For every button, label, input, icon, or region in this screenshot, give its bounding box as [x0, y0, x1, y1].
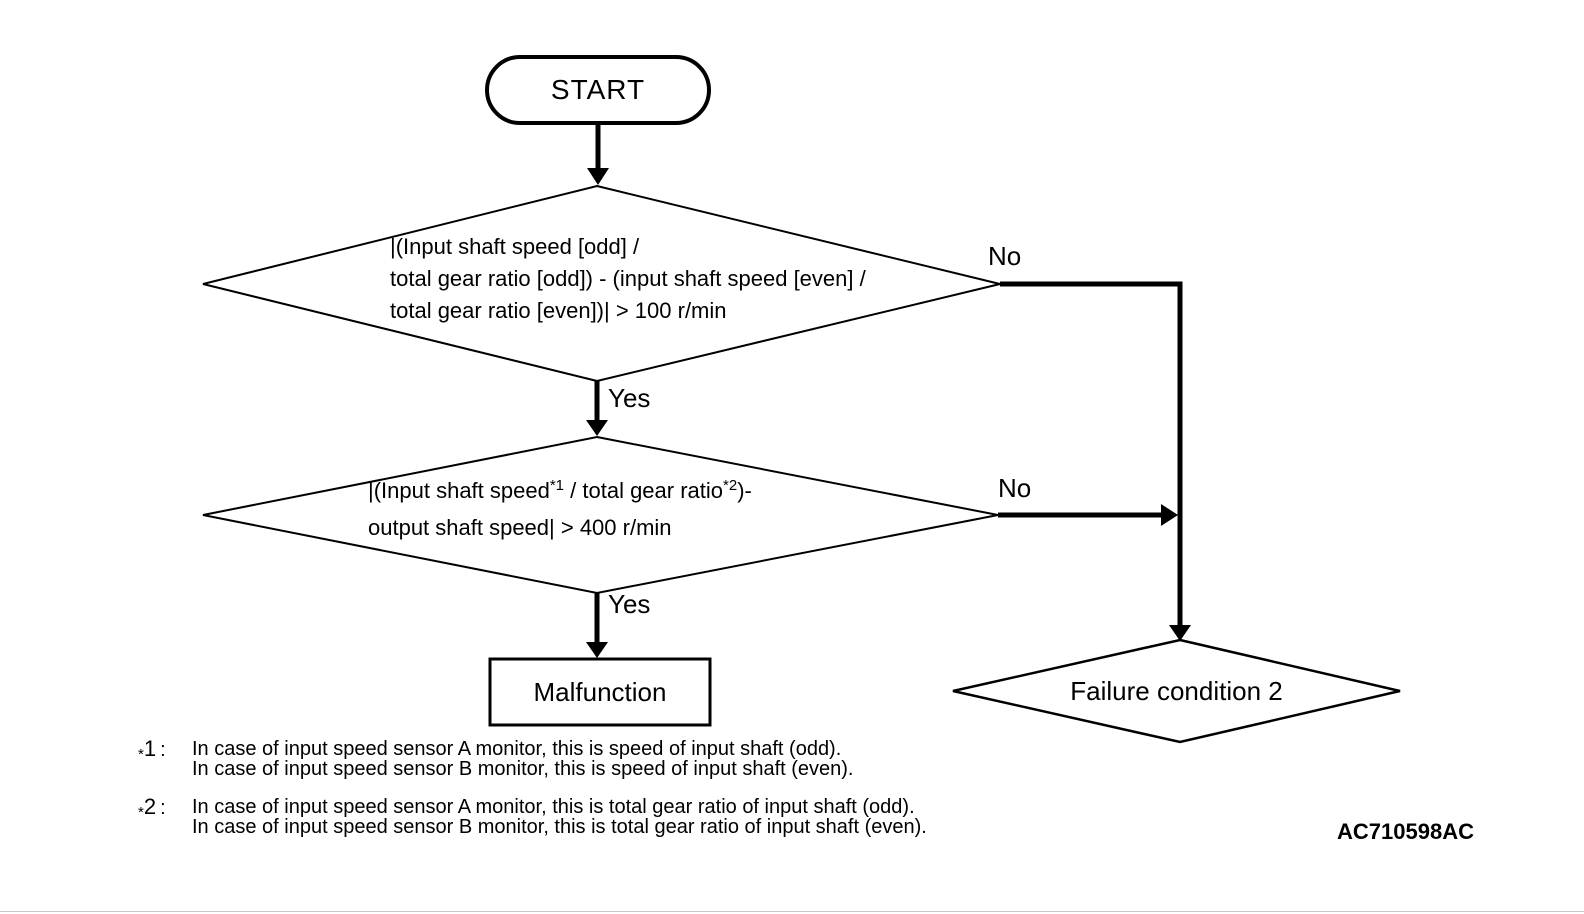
decision2-yes-arrowhead-icon — [586, 642, 608, 658]
footnote-1-number: 1 — [143, 736, 157, 761]
decision1-line-2: total gear ratio [odd]) - (input shaft s… — [390, 266, 866, 291]
decision1-line-1: |(Input shaft speed [odd] / — [390, 234, 640, 259]
malfunction-node: Malfunction — [490, 659, 710, 725]
decision1-yes-arrowhead-icon — [586, 420, 608, 436]
footnote-1-line-1: In case of input speed sensor A monitor,… — [192, 738, 842, 760]
asterisk-icon: * — [138, 746, 144, 763]
decision1-no-arrowhead-icon — [1169, 625, 1191, 641]
footnote-1: *1: In case of input speed sensor A moni… — [138, 736, 853, 780]
footnote-2-marker: *2: — [138, 794, 192, 837]
decision2-line1-b: / total gear ratio — [564, 478, 724, 503]
failure-condition-outline — [952, 638, 1401, 744]
footnote-2: *2: In case of input speed sensor A moni… — [138, 794, 927, 838]
failure-condition-node: Failure condition 2 — [953, 669, 1400, 713]
malfunction-label: Malfunction — [533, 676, 667, 707]
decision2-text: |(Input shaft speed*1 / total gear ratio… — [368, 474, 752, 545]
figure-code: AC710598AC — [1337, 819, 1474, 844]
footnote-2-line-1: In case of input speed sensor A monitor,… — [192, 796, 915, 818]
decision2-line-1: |(Input shaft speed*1 / total gear ratio… — [368, 474, 752, 511]
malfunction-node-outline — [488, 657, 712, 727]
decision2-no-arrowhead-icon — [1161, 504, 1178, 526]
footnote-2-colon: : — [160, 797, 166, 819]
start-node: START — [487, 57, 709, 123]
footnote-1-colon: : — [160, 739, 166, 761]
decision1-no-connector-line — [1000, 281, 1183, 626]
decision1-line-3: total gear ratio [even])| > 100 r/min — [390, 298, 727, 323]
footnote-1-text: In case of input speed sensor A monitor,… — [192, 739, 853, 779]
decision2-yes-label: Yes — [608, 589, 651, 619]
bottom-divider — [0, 911, 1584, 912]
decision2-superscript-2: *2 — [723, 477, 738, 494]
failure-condition-label: Failure condition 2 — [1070, 675, 1283, 706]
decision1-text: |(Input shaft speed [odd] / total gear r… — [390, 231, 866, 327]
decision2-line1-c: )- — [737, 478, 752, 503]
decision2-superscript-1: *1 — [549, 477, 565, 494]
start-to-decision1-arrowhead-icon — [587, 168, 609, 185]
asterisk-icon: * — [138, 804, 144, 821]
decision2-line1-a: |(Input shaft speed — [368, 478, 550, 503]
footnote-1-line-2: In case of input speed sensor B monitor,… — [192, 758, 854, 780]
decision2-no-label: No — [998, 473, 1032, 503]
decision1-no-label: No — [988, 241, 1022, 271]
start-label: START — [550, 74, 646, 105]
footnote-1-marker: *1: — [138, 736, 192, 779]
footnote-2-line-2: In case of input speed sensor B monitor,… — [192, 816, 927, 838]
decision1-yes-label: Yes — [608, 383, 651, 413]
footnote-2-number: 2 — [143, 794, 157, 819]
decision2-line-2: output shaft speed| > 400 r/min — [368, 515, 672, 540]
footnote-2-text: In case of input speed sensor A monitor,… — [192, 797, 927, 837]
